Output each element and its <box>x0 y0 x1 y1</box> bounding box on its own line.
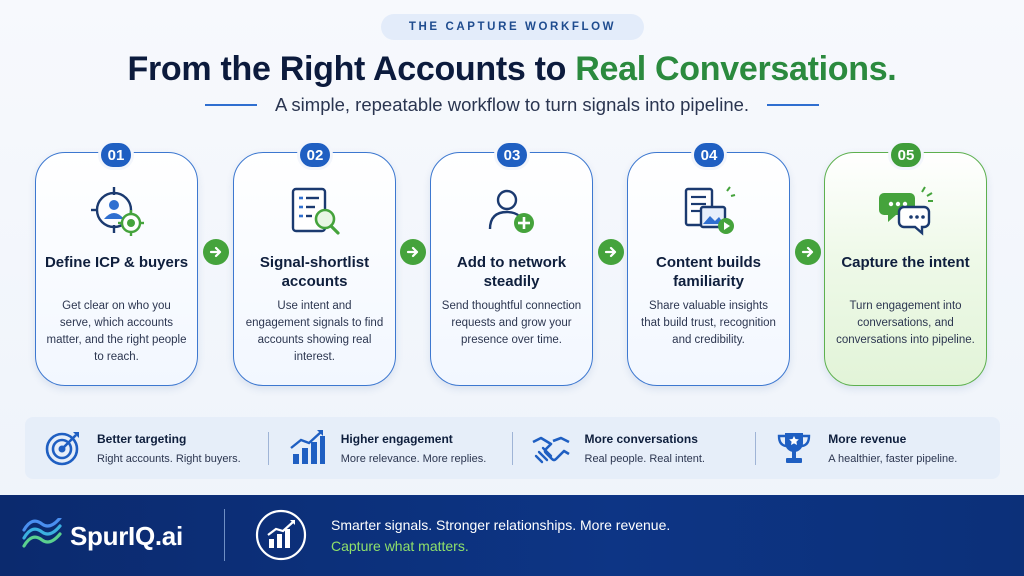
step-number-badge: 04 <box>691 140 727 170</box>
trophy-icon <box>778 433 811 463</box>
arrow-right-icon <box>598 239 624 265</box>
benefit-item: Better targeting Right accounts. Right b… <box>25 417 269 479</box>
benefit-subtitle: More relevance. More replies. <box>340 452 487 465</box>
benefit-subtitle: Right accounts. Right buyers. <box>97 452 241 465</box>
step-description: Get clear on who you serve, which accoun… <box>46 300 187 363</box>
step-card-4: Content builds familiarity Share valuabl… <box>627 152 790 386</box>
step-number-badge: 02 <box>297 140 333 170</box>
benefit-title: More conversations <box>584 431 698 446</box>
footer-bar: SpurIQ.ai Smarter signals. Stronger rela… <box>0 495 1024 576</box>
benefit-item: Higher engagement More relevance. More r… <box>269 417 513 479</box>
footer-divider <box>224 509 225 561</box>
arrow-right-icon <box>203 239 229 265</box>
benefit-item: More revenue A healthier, faster pipelin… <box>756 417 1000 479</box>
waves-logo-icon <box>22 518 62 548</box>
target-icon <box>45 432 79 466</box>
chat-bubbles-icon <box>878 186 933 236</box>
footer-tagline: Smarter signals. Stronger relationships.… <box>331 517 671 533</box>
step-card-3: Add to network steadily Send thoughtful … <box>430 152 593 386</box>
benefits-strip: Better targeting Right accounts. Right b… <box>25 417 1000 479</box>
benefit-title: Better targeting <box>97 431 187 446</box>
subtitle-rule-left <box>204 104 257 106</box>
divider <box>267 432 269 465</box>
step-number-badge: 05 <box>888 140 924 170</box>
subtitle-row: A simple, repeatable workflow to turn si… <box>0 94 1024 116</box>
benefit-subtitle: A healthier, faster pipeline. <box>828 452 958 465</box>
brand-logo: SpurIQ.ai <box>22 513 212 559</box>
arrow-right-icon <box>400 239 426 265</box>
section-pill: THE CAPTURE WORKFLOW <box>381 14 644 40</box>
step-card-2: Signal-shortlist accounts Use intent and… <box>233 152 396 386</box>
step-description: Use intent and engagement signals to fin… <box>245 300 384 363</box>
step-title: Add to network steadily <box>456 254 567 290</box>
step-card-1: Define ICP & buyers Get clear on who you… <box>35 152 198 386</box>
benefit-title: More revenue <box>828 431 907 446</box>
benefit-subtitle: Real people. Real intent. <box>584 452 705 465</box>
step-number-badge: 03 <box>494 140 530 170</box>
step-title: Capture the intent <box>841 254 970 271</box>
subtitle: A simple, repeatable workflow to turn si… <box>274 94 750 115</box>
benefit-title: Higher engagement <box>340 431 453 446</box>
divider <box>511 432 513 465</box>
handshake-icon <box>531 436 570 464</box>
page-title: From the Right Accounts to Real Conversa… <box>0 50 1024 89</box>
content-media-icon <box>684 186 735 234</box>
target-person-icon <box>90 187 144 236</box>
title-highlight: Real Conversations. <box>575 50 897 88</box>
step-description: Turn engagement into conversations, and … <box>836 300 975 346</box>
step-description: Send thoughtful connection requests and … <box>441 300 582 346</box>
step-title: Signal-shortlist accounts <box>259 254 370 290</box>
step-number-badge: 01 <box>98 140 134 170</box>
divider <box>755 432 757 465</box>
footer-tagline-highlight: Capture what matters. <box>331 538 469 554</box>
step-title: Define ICP & buyers <box>44 254 189 271</box>
step-description: Share valuable insights that build trust… <box>641 300 776 346</box>
bar-chart-icon <box>290 430 325 464</box>
step-title: Content builds familiarity <box>656 254 761 290</box>
growth-chart-icon <box>255 509 307 561</box>
subtitle-rule-right <box>767 104 820 106</box>
brand-name: SpurIQ.ai <box>70 520 183 551</box>
benefit-item: More conversations Real people. Real int… <box>513 417 757 479</box>
step-card-5: Capture the intent Turn engagement into … <box>824 152 987 386</box>
arrow-right-icon <box>795 239 821 265</box>
title-main: From the Right Accounts to <box>127 50 576 88</box>
workflow-steps: Define ICP & buyers Get clear on who you… <box>35 140 987 386</box>
list-magnifier-icon <box>291 187 340 235</box>
add-user-icon <box>488 189 534 233</box>
